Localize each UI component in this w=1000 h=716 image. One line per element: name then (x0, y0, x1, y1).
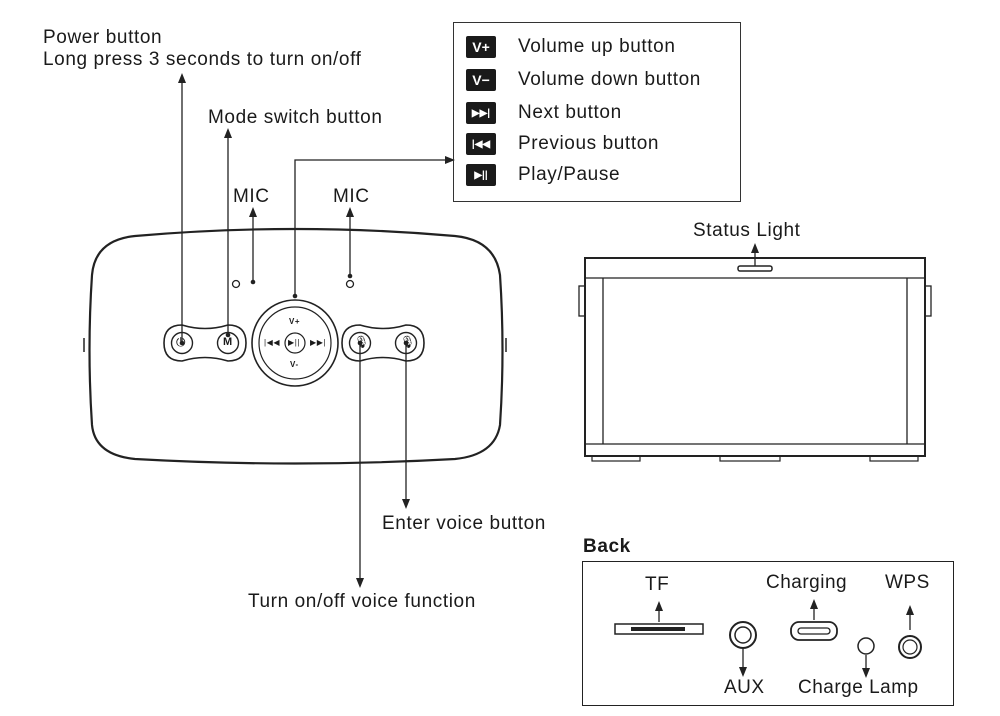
aux-port (729, 621, 757, 649)
volume-down-icon: V− (466, 69, 496, 91)
back-title: Back (583, 536, 631, 557)
charge-lamp (857, 637, 875, 655)
play-pause-icon: ▶|| (466, 164, 496, 186)
volume-up-icon: V+ (466, 36, 496, 58)
power-title: Power button (43, 27, 163, 48)
wps-button (898, 635, 922, 659)
charging-port (790, 621, 838, 641)
enter-voice-icon[interactable]: 🎙 (400, 335, 416, 349)
tf-slot (614, 623, 704, 635)
power-desc: Long press 3 seconds to turn on/off (43, 49, 362, 70)
legend-label: Previous button (518, 133, 660, 154)
status-light-slot (737, 265, 773, 272)
wps-label: WPS (885, 572, 930, 593)
status-light-label: Status Light (693, 220, 801, 241)
enter-voice-label: Enter voice button (382, 513, 546, 534)
control-ring-inner (258, 306, 332, 380)
mode-switch-label: Mode switch button (208, 107, 383, 128)
button-legend: V+ Volume up button V− Volume down butto… (453, 22, 741, 202)
mode-icon[interactable]: M (223, 336, 233, 348)
prev-glyph[interactable]: |◀◀ (264, 338, 281, 347)
previous-icon: |◀◀ (466, 133, 496, 155)
legend-label: Volume down button (518, 69, 701, 90)
legend-row-previous: |◀◀ Previous button (466, 132, 659, 156)
vol-up-glyph[interactable]: V+ (289, 317, 301, 326)
mic-left-label: MIC (233, 186, 270, 207)
power-icon[interactable]: ⏻ (176, 335, 187, 349)
legend-label: Play/Pause (518, 164, 621, 185)
tf-label: TF (645, 574, 670, 595)
speaker-side-view (578, 243, 932, 462)
play-center (284, 332, 306, 354)
legend-label: Next button (518, 102, 622, 123)
back-ports (614, 599, 922, 678)
voice-function-icon[interactable]: 🎙 (354, 335, 370, 349)
mic-hole-right (345, 279, 355, 289)
play-glyph[interactable]: ▶|| (288, 338, 301, 347)
control-ring-outer (251, 299, 339, 387)
legend-row-play-pause: ▶|| Play/Pause (466, 163, 620, 187)
legend-label: Volume up button (518, 36, 676, 57)
mic-hole-left (231, 279, 241, 289)
aux-label: AUX (724, 677, 765, 698)
charge-lamp-label: Charge Lamp (798, 677, 919, 698)
speaker-front-body (88, 227, 504, 465)
mic-right-label: MIC (333, 186, 370, 207)
legend-row-next: ▶▶| Next button (466, 101, 622, 125)
back-panel (582, 561, 954, 706)
legend-row-volume-down: V− Volume down button (466, 68, 701, 92)
next-glyph[interactable]: ▶▶| (310, 338, 327, 347)
voice-function-label: Turn on/off voice function (248, 591, 476, 612)
legend-row-volume-up: V+ Volume up button (466, 35, 676, 59)
next-icon: ▶▶| (466, 102, 496, 124)
charging-label: Charging (766, 572, 848, 593)
vol-down-glyph[interactable]: V- (290, 360, 299, 369)
